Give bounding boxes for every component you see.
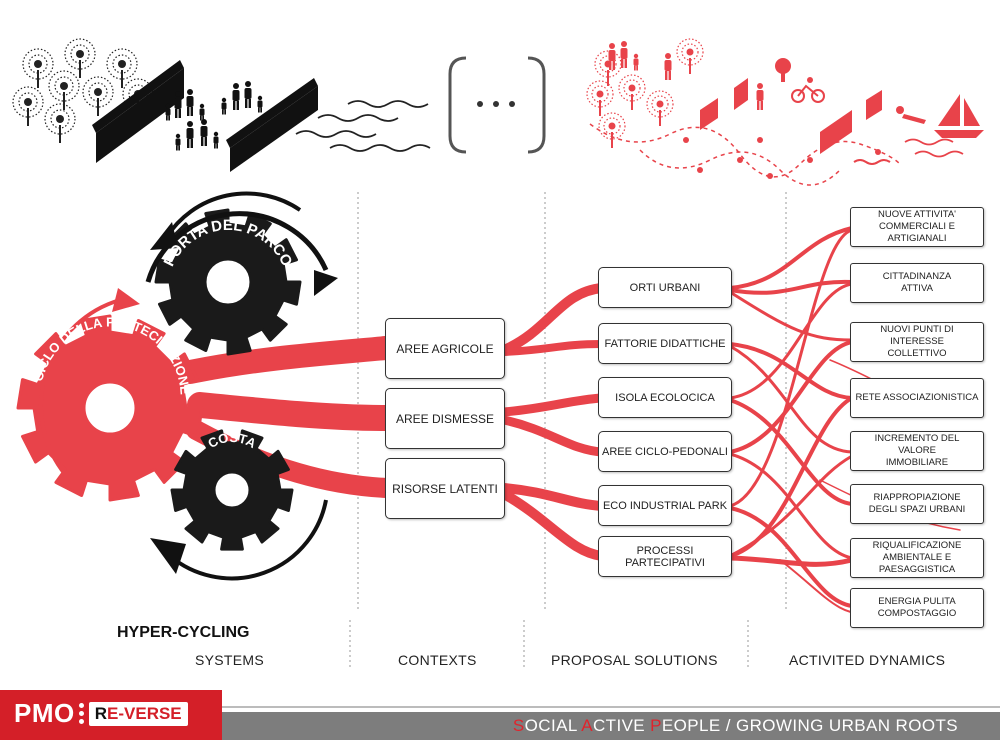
context-box-aree-agricole: AREE AGRICOLE (385, 318, 505, 379)
cycle-arrow-red (39, 288, 140, 482)
solution-box-aree-ciclo-pedonali: AREE CICLO-PEDONALI (598, 431, 732, 472)
tagline-part: OCIAL (524, 716, 582, 735)
brand-pmo: PMO (14, 698, 75, 728)
gear-red-shape (16, 314, 204, 502)
swimmer-icon (853, 106, 926, 165)
column-header-solutions: PROPOSAL SOLUTIONS (551, 652, 718, 668)
gear-participation (16, 314, 204, 502)
context-box-aree-dismesse: AREE DISMESSE (385, 388, 505, 449)
column-separators (349, 192, 787, 668)
gear-top-shape (154, 208, 302, 356)
tagline-part: P (650, 716, 662, 735)
sailboat-icon (934, 94, 984, 138)
tagline-part: S (512, 716, 525, 735)
brand-logo: PMO RE-VERSE (14, 698, 188, 729)
column-header-contexts: CONTEXTS (398, 652, 477, 668)
brand-reverse: RE-VERSE (88, 701, 188, 726)
gear-costa (170, 429, 294, 551)
column-header-dynamics: ACTIVITED DYNAMICS (789, 652, 946, 668)
solution-box-processi-partecipativi: PROCESSI PARTECIPATIVI (598, 536, 732, 577)
context-box-risorse-latenti: RISORSE LATENTI (385, 458, 505, 519)
footer-tagline: SOCIAL ACTIVE PEOPLE / GROWING URBAN ROO… (513, 716, 958, 736)
gear-bottom-shape (170, 429, 294, 551)
solution-box-orti-urbani: ORTI URBANI (598, 267, 732, 308)
column-header-systems: SYSTEMS (195, 652, 265, 668)
gear-porta-del-parco (154, 208, 302, 356)
gear-costa-label: COSTA (205, 430, 259, 451)
tagline-part: CTIVE (592, 716, 651, 735)
footer-divider (222, 706, 1000, 708)
wall-icon (92, 60, 318, 172)
tagline-part: / GROWING URBAN ROOTS (720, 716, 958, 735)
tagline-part: A (581, 716, 593, 735)
bracket-ellipsis-icon (448, 56, 546, 154)
tagline-part: EOPLE (661, 716, 721, 735)
cyclist-icon (775, 58, 825, 103)
footer-tagline-bar: SOCIAL ACTIVE PEOPLE / GROWING URBAN ROO… (222, 712, 1000, 740)
flows (178, 226, 961, 615)
tree-icon (586, 38, 704, 149)
solution-box-fattorie-didattiche: FATTORIE DIDATTICHE (598, 323, 732, 364)
dynamic-box-rete-associazionistica: RETE ASSOCIAZIONISTICA (850, 378, 984, 418)
hyper-cycling-title: HYPER-CYCLING (117, 624, 250, 641)
wall-icon (700, 78, 882, 154)
solution-box-eco-industrial-park: ECO INDUSTRIAL PARK (598, 485, 732, 526)
cycle-arrow-bottom (150, 499, 328, 581)
brand-dots-icon (78, 703, 85, 724)
solution-box-isola-ecolocica: ISOLA ECOLOCICA (598, 377, 732, 418)
top-right-illustration (586, 38, 984, 186)
waves-icon (295, 100, 431, 152)
cycle-arrow-top (145, 191, 338, 296)
top-left-illustration (12, 38, 431, 172)
